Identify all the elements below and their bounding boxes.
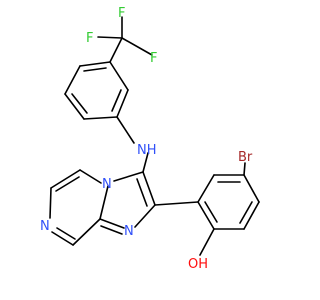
bond-n4-c5 [79, 169, 102, 184]
bond-n7-c8-inner [56, 227, 76, 240]
bond-ring2-d-inner [239, 201, 253, 224]
bond-ring2-f-inner [204, 201, 218, 223]
bond-c8-c8a [72, 218, 101, 246]
atom-n-bridge: N [102, 177, 112, 192]
atom-labels: F F F NH Br N N N OH [40, 6, 253, 272]
bond-ring1-e [116, 89, 129, 118]
bond-n1-c8a-inner [100, 225, 123, 235]
bond-c3-c2 [142, 171, 156, 206]
bond-ring-oh [199, 228, 215, 256]
bond-ring1-a [79, 61, 111, 67]
bond-ring2-f [197, 201, 215, 230]
bonds [49, 16, 260, 256]
bond-c6-n7 [49, 187, 52, 219]
atom-oh: OH [188, 257, 208, 272]
structure-svg: F F F NH Br N N N OH [40, 6, 260, 272]
bond-ring2-c [243, 174, 260, 203]
atom-f3: F [118, 6, 125, 21]
bond-c2-n1 [134, 204, 156, 228]
bond-ring1-a-inner [83, 67, 107, 72]
bond-n7-c8 [51, 231, 74, 246]
atom-nh: NH [137, 143, 157, 158]
atom-n-imidazole: N [124, 224, 134, 239]
bond-nh-c3 [142, 152, 149, 173]
bond-c8a-n4 [99, 185, 109, 220]
bond-ring2-d [243, 201, 260, 230]
bond-ring-br [243, 162, 246, 176]
bond-ring1-e-inner [111, 89, 122, 112]
atom-n-pyrazine: N [40, 219, 50, 234]
bond-ring1-b [64, 65, 81, 95]
bond-n4-c3 [113, 171, 144, 182]
bond-cf3-f1 [97, 36, 123, 39]
bond-ring1-d [83, 116, 118, 120]
bond-c5-c6 [50, 169, 81, 189]
bond-c3-c2-inner [136, 178, 148, 207]
bond-n1-c8a [99, 218, 125, 229]
bond-cf3-f2 [121, 37, 153, 56]
bond-ring2-a [197, 174, 215, 203]
bond-ring-nh [116, 116, 135, 144]
molecule-diagram: F F F NH Br N N N OH [40, 6, 260, 272]
atom-f2: F [150, 51, 157, 66]
bond-ring1-c [64, 93, 85, 120]
bond-ring1-f [109, 61, 129, 91]
atom-f1: F [86, 31, 93, 46]
bond-cf3-ring [109, 37, 123, 63]
bond-c5-c6-inner [55, 176, 80, 192]
bond-c2-phenol [154, 201, 199, 206]
atom-br: Br [238, 150, 253, 165]
bond-ring1-c-inner [71, 93, 88, 114]
